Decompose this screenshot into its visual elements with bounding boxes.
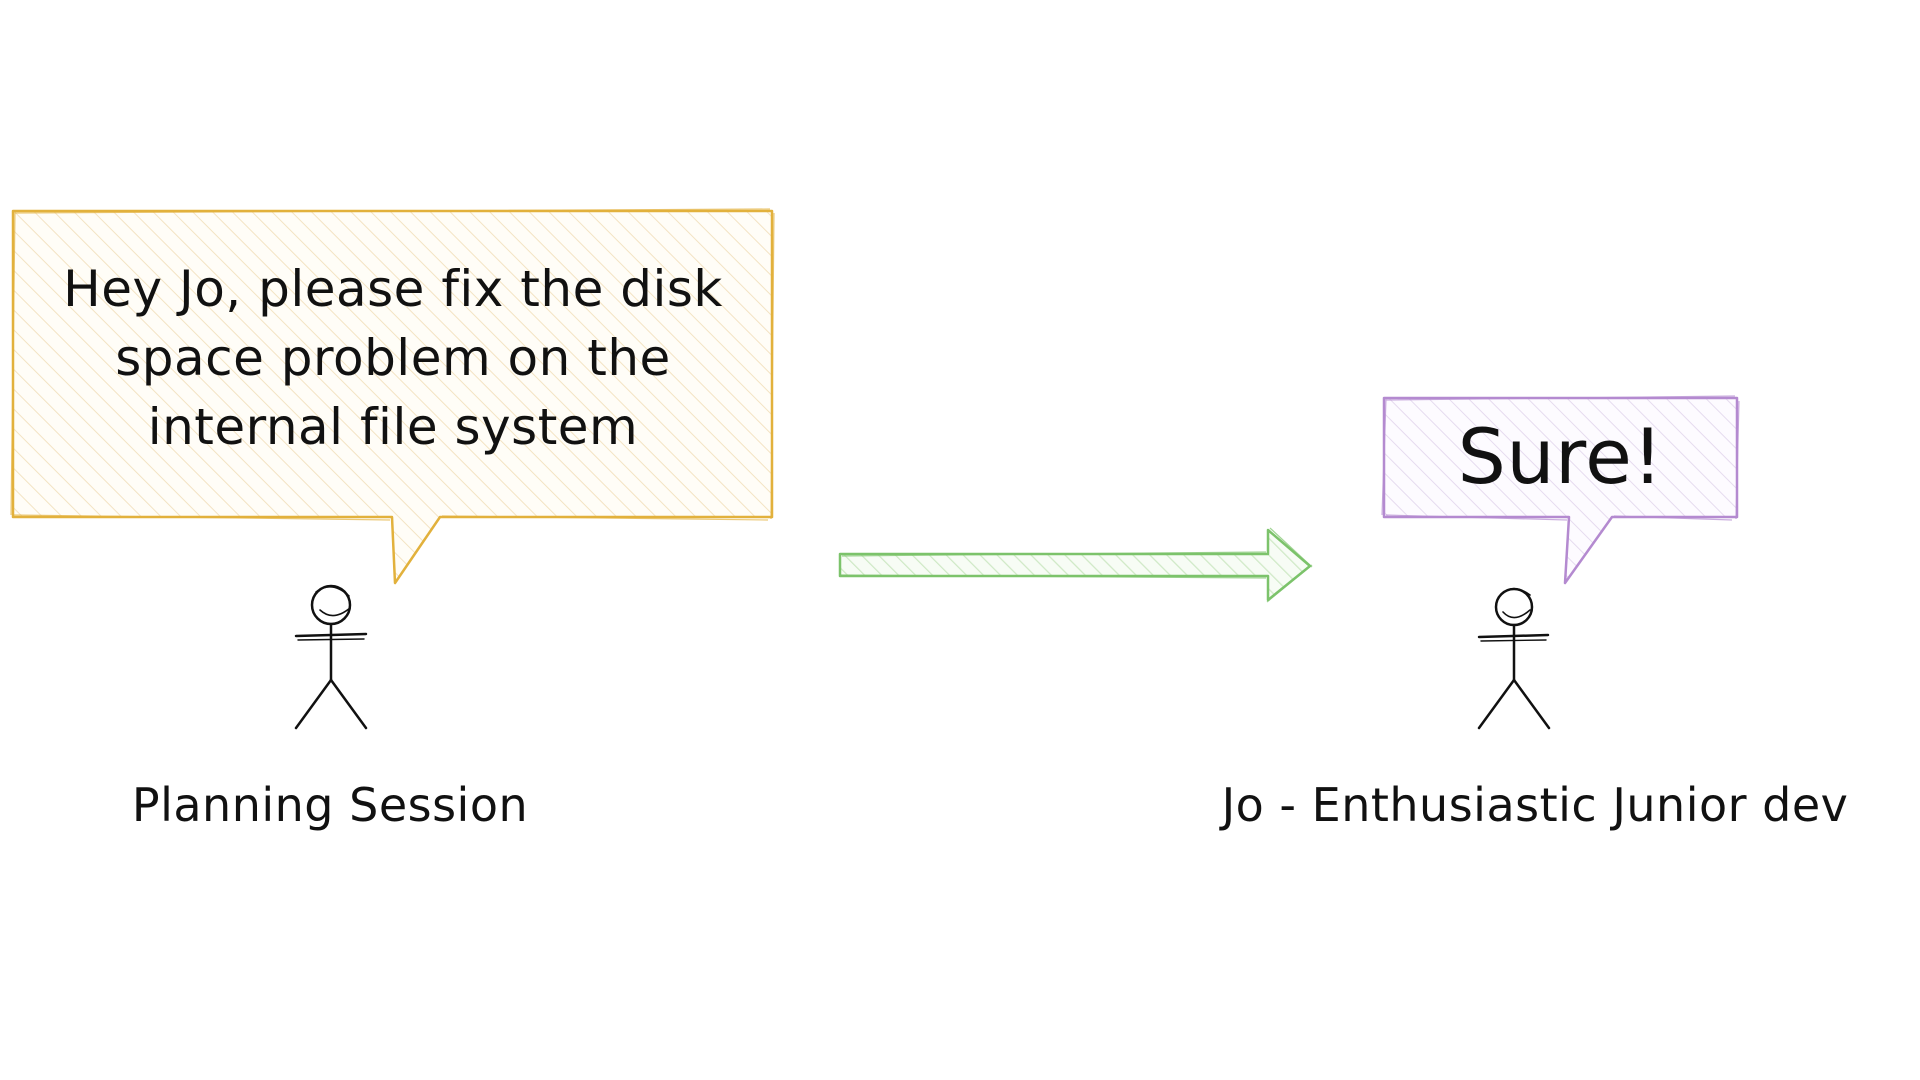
- left-speech-bubble: [10, 208, 775, 585]
- planning-session-label: Planning Session: [131, 778, 529, 832]
- left-bubble-text: Hey Jo, please fix the disk space proble…: [63, 260, 723, 456]
- stick-figure-icon: [1477, 587, 1551, 730]
- right-arrow: [838, 527, 1313, 603]
- stick-figure-icon: [294, 584, 368, 730]
- right-speech-bubble: [1381, 395, 1740, 585]
- right-bubble-text: Sure!: [1457, 412, 1664, 501]
- junior-dev-label: Jo - Enthusiastic Junior dev: [1221, 778, 1849, 832]
